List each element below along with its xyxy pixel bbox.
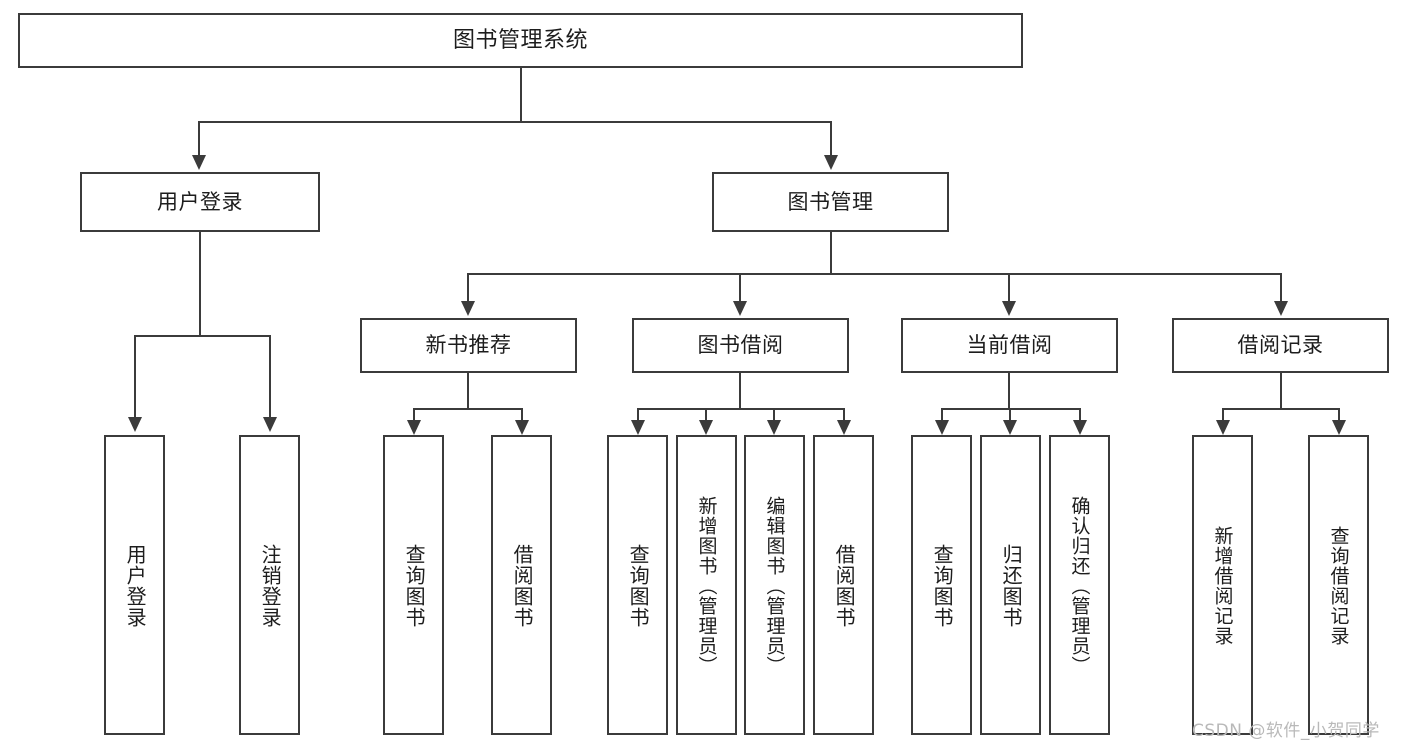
arrow-head-book-mgmt-3	[1002, 301, 1016, 316]
leaf-record-query-record[interactable]: 查询借阅记录	[1308, 435, 1369, 735]
node-label: 查询借阅记录	[1327, 526, 1350, 646]
node-label: 用户登录	[157, 189, 243, 214]
node-label: 新书推荐	[425, 333, 512, 358]
connector-root-drop-1	[198, 121, 200, 157]
arrow-head-record-1	[1216, 420, 1230, 435]
connector-book-mgmt-bus	[467, 273, 1280, 275]
leaf-borrow-edit-book-admin[interactable]: 编辑图书（管理员）	[744, 435, 805, 735]
connector-current-drop-2	[1009, 408, 1011, 422]
connector-book-mgmt-drop-4	[1280, 273, 1282, 303]
connector-book-mgmt-stem	[830, 232, 832, 274]
connector-book-mgmt-drop-2	[739, 273, 741, 303]
leaf-borrow-query-book[interactable]: 查询图书	[607, 435, 668, 735]
arrow-head-root-1	[192, 155, 206, 170]
node-label: 用户登录	[123, 544, 148, 628]
connector-current-drop-1	[941, 408, 943, 422]
node-label: 借阅图书	[510, 544, 535, 628]
arrow-head-borrow-3	[767, 420, 781, 435]
node-label: 查询图书	[626, 544, 651, 628]
connector-book-mgmt-drop-3	[1008, 273, 1010, 303]
arrow-head-borrow-2	[699, 420, 713, 435]
connector-user-login-stem	[199, 232, 201, 336]
arrow-head-current-2	[1003, 420, 1017, 435]
node-label: 确认归还（管理员）	[1068, 496, 1091, 676]
connector-current-bus	[941, 408, 1081, 410]
node-label: 新增借阅记录	[1211, 526, 1234, 646]
connector-current-drop-3	[1079, 408, 1081, 422]
leaf-borrow-add-book-admin[interactable]: 新增图书（管理员）	[676, 435, 737, 735]
arrow-head-recommend-2	[515, 420, 529, 435]
connector-current-stem	[1008, 373, 1010, 409]
leaf-borrow-borrow-book[interactable]: 借阅图书	[813, 435, 874, 735]
connector-recommend-drop-1	[413, 408, 415, 422]
connector-record-drop-1	[1222, 408, 1224, 422]
connector-user-login-bus	[134, 335, 270, 337]
leaf-user-login-logout[interactable]: 注销登录	[239, 435, 300, 735]
node-label: 当前借阅	[966, 333, 1053, 358]
connector-borrow-drop-2	[705, 408, 707, 422]
node-book-management[interactable]: 图书管理	[712, 172, 949, 232]
node-label: 新增图书（管理员）	[695, 496, 718, 676]
arrow-head-record-2	[1332, 420, 1346, 435]
connector-borrow-drop-1	[637, 408, 639, 422]
leaf-user-login-login[interactable]: 用户登录	[104, 435, 165, 735]
arrow-head-current-3	[1073, 420, 1087, 435]
node-user-login[interactable]: 用户登录	[80, 172, 320, 232]
leaf-current-confirm-return-admin[interactable]: 确认归还（管理员）	[1049, 435, 1110, 735]
connector-borrow-drop-4	[843, 408, 845, 422]
connector-recommend-bus	[413, 408, 523, 410]
node-label: 注销登录	[258, 544, 283, 628]
leaf-current-query-book[interactable]: 查询图书	[911, 435, 972, 735]
node-label: 图书管理	[787, 189, 874, 214]
connector-record-stem	[1280, 373, 1282, 409]
connector-root-drop-2	[830, 121, 832, 157]
node-label: 查询图书	[402, 544, 427, 628]
node-label: 图书管理系统	[452, 27, 588, 53]
leaf-recommend-borrow-book[interactable]: 借阅图书	[491, 435, 552, 735]
arrow-head-root-2	[824, 155, 838, 170]
connector-record-bus	[1222, 408, 1340, 410]
connector-borrow-bus	[637, 408, 845, 410]
connector-borrow-stem	[739, 373, 741, 409]
node-current-borrow[interactable]: 当前借阅	[901, 318, 1118, 373]
leaf-recommend-query-book[interactable]: 查询图书	[383, 435, 444, 735]
arrow-head-user-login-2	[263, 417, 277, 432]
arrow-head-book-mgmt-2	[733, 301, 747, 316]
node-label: 借阅图书	[832, 544, 857, 628]
node-label: 编辑图书（管理员）	[763, 496, 786, 676]
connector-user-login-drop-2	[269, 335, 271, 419]
node-book-borrow[interactable]: 图书借阅	[632, 318, 849, 373]
arrow-head-borrow-1	[631, 420, 645, 435]
connector-root-bus	[198, 121, 832, 123]
arrow-head-book-mgmt-4	[1274, 301, 1288, 316]
arrow-head-user-login-1	[128, 417, 142, 432]
node-label: 图书借阅	[697, 333, 784, 358]
arrow-head-book-mgmt-1	[461, 301, 475, 316]
arrow-head-current-1	[935, 420, 949, 435]
connector-root-stem	[520, 68, 522, 122]
node-label: 归还图书	[999, 544, 1024, 628]
connector-borrow-drop-3	[773, 408, 775, 422]
node-root-system[interactable]: 图书管理系统	[18, 13, 1023, 68]
leaf-current-return-book[interactable]: 归还图书	[980, 435, 1041, 735]
leaf-record-add-record[interactable]: 新增借阅记录	[1192, 435, 1253, 735]
node-borrow-record[interactable]: 借阅记录	[1172, 318, 1389, 373]
connector-book-mgmt-drop-1	[467, 273, 469, 303]
node-label: 查询图书	[930, 544, 955, 628]
arrow-head-borrow-4	[837, 420, 851, 435]
arrow-head-recommend-1	[407, 420, 421, 435]
node-new-book-recommend[interactable]: 新书推荐	[360, 318, 577, 373]
connector-record-drop-2	[1338, 408, 1340, 422]
connector-recommend-stem	[467, 373, 469, 409]
connector-recommend-drop-2	[521, 408, 523, 422]
node-label: 借阅记录	[1237, 333, 1324, 358]
connector-user-login-drop-1	[134, 335, 136, 419]
